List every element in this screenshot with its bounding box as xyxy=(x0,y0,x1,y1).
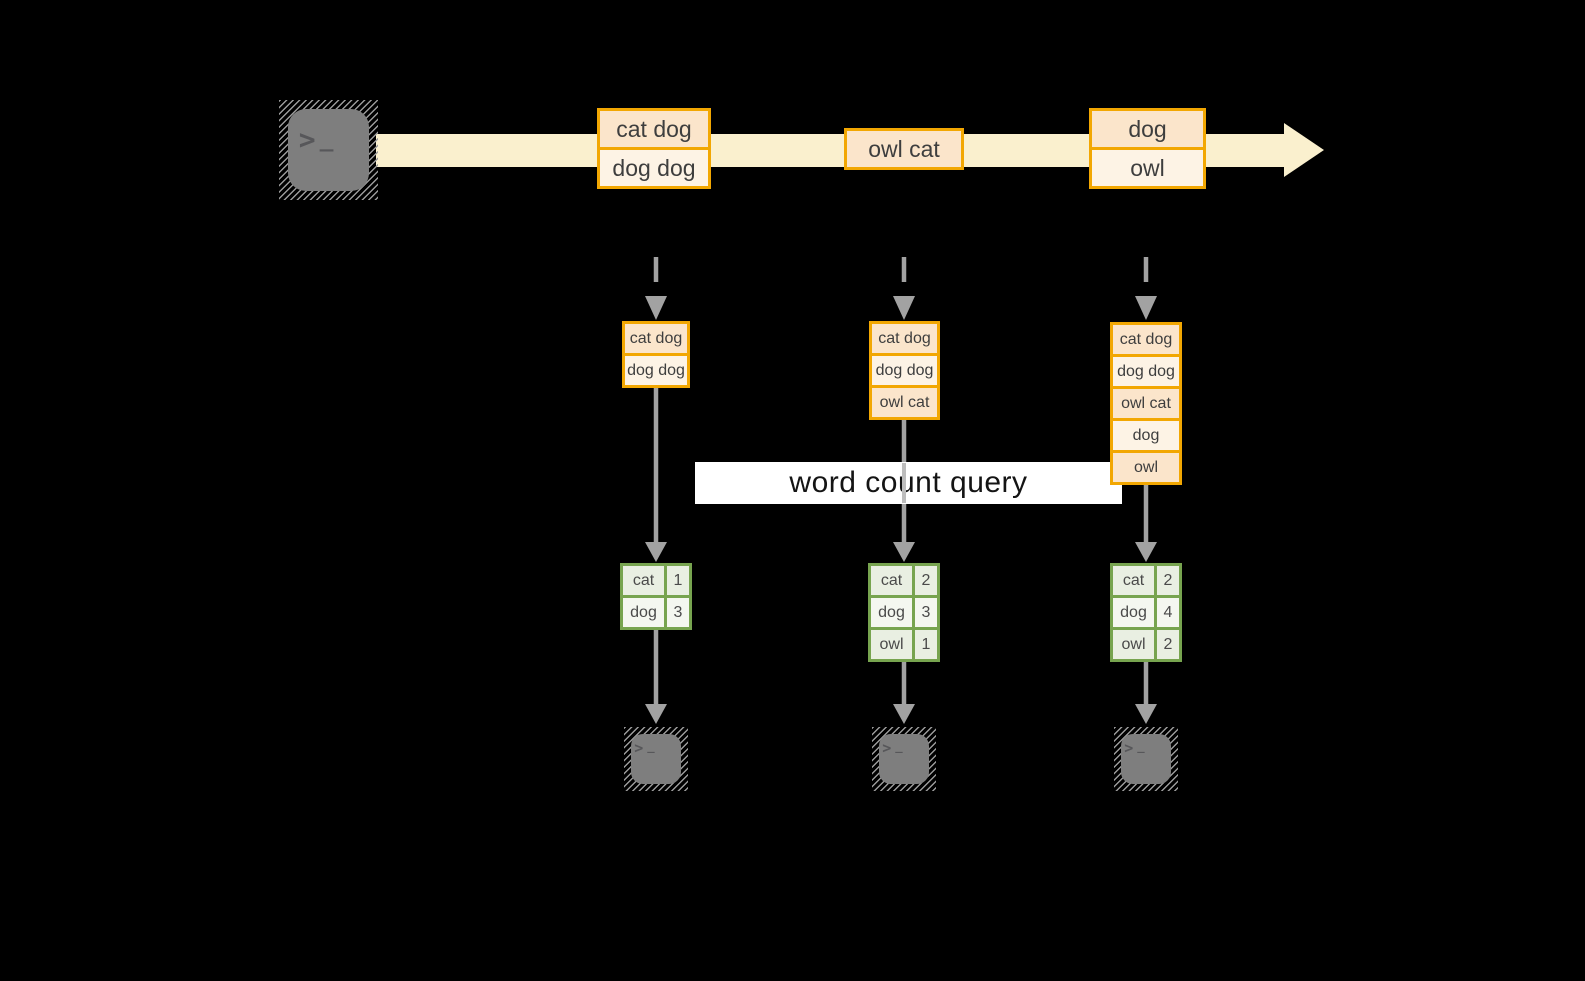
ingest-arrow-3 xyxy=(1135,257,1157,320)
stream-message: owl xyxy=(1092,147,1203,186)
query-arrow-3 xyxy=(1135,481,1157,562)
count-cell: 1 xyxy=(912,630,937,659)
stream-batch-box-3: dog owl xyxy=(1089,108,1206,189)
query-label-band: word count query xyxy=(695,462,1122,504)
word-cell: cat xyxy=(632,571,655,589)
word-count-table-2: cat 2 dog 3 owl 1 xyxy=(868,563,940,662)
word-cell: dog xyxy=(878,603,905,621)
terminal-screen xyxy=(879,734,929,784)
count-cell: 2 xyxy=(1154,566,1179,595)
state-message: owl cat xyxy=(1113,386,1179,418)
count-cell: 2 xyxy=(912,566,937,595)
table-row: owl 1 xyxy=(871,627,937,659)
output-terminal-icon-2: >_ xyxy=(872,727,936,791)
word-count-table-3: cat 2 dog 4 owl 2 xyxy=(1110,563,1182,662)
state-message: dog dog xyxy=(625,353,687,385)
terminal-prompt: >_ xyxy=(1124,739,1145,758)
word-cell: cat xyxy=(1122,571,1145,589)
query-label: word count query xyxy=(789,466,1028,499)
table-row: owl 2 xyxy=(1113,627,1179,659)
terminal-screen xyxy=(1121,734,1171,784)
stream-timeline-arrowhead-icon xyxy=(1284,123,1324,177)
state-message: cat dog xyxy=(625,324,687,353)
output-arrow-3 xyxy=(1135,660,1157,724)
stream-batch-box-1: cat dog dog dog xyxy=(597,108,711,189)
table-row: cat 2 xyxy=(1113,566,1179,595)
terminal-prompt: >_ xyxy=(634,739,655,758)
prompt-cursor: _ xyxy=(1137,739,1145,754)
table-row: dog 3 xyxy=(623,595,689,627)
output-arrow-1 xyxy=(645,629,667,724)
table-row: cat 2 xyxy=(871,566,937,595)
count-cell: 3 xyxy=(912,598,937,627)
output-terminal-icon-1: >_ xyxy=(624,727,688,791)
word-cell: cat xyxy=(880,571,903,589)
prompt-chevron: > xyxy=(298,123,316,156)
state-message: dog dog xyxy=(872,353,937,385)
state-message: dog xyxy=(1113,418,1179,450)
prompt-chevron: > xyxy=(882,739,892,758)
output-arrow-2 xyxy=(893,660,915,724)
terminal-prompt: >_ xyxy=(299,126,334,154)
state-box-1: cat dog dog dog xyxy=(622,321,690,388)
terminal-screen xyxy=(288,109,369,191)
source-terminal-icon: >_ xyxy=(279,100,378,200)
prompt-cursor: _ xyxy=(895,739,903,754)
ingest-arrow-1 xyxy=(645,257,667,320)
query-band-stream-line xyxy=(902,463,906,503)
word-cell: dog xyxy=(1120,603,1147,621)
state-message: owl cat xyxy=(872,385,937,417)
prompt-cursor: _ xyxy=(319,126,334,152)
query-arrow-1 xyxy=(645,386,667,562)
stream-message: cat dog xyxy=(600,111,708,147)
state-box-2: cat dog dog dog owl cat xyxy=(869,321,940,420)
state-message: cat dog xyxy=(872,324,937,353)
terminal-screen xyxy=(631,734,681,784)
word-cell: dog xyxy=(630,603,657,621)
terminal-prompt: >_ xyxy=(882,739,903,758)
stream-message: dog xyxy=(1092,111,1203,147)
prompt-cursor: _ xyxy=(647,739,655,754)
word-count-table-1: cat 1 dog 3 xyxy=(620,563,692,630)
word-cell: owl xyxy=(879,635,904,653)
state-message: dog dog xyxy=(1113,354,1179,386)
word-cell: owl xyxy=(1121,635,1146,653)
state-message: owl xyxy=(1113,450,1179,482)
output-terminal-icon-3: >_ xyxy=(1114,727,1178,791)
ingest-arrow-2 xyxy=(893,257,915,320)
state-message: cat dog xyxy=(1113,325,1179,354)
prompt-chevron: > xyxy=(634,739,644,758)
prompt-chevron: > xyxy=(1124,739,1134,758)
stream-batch-box-2: owl cat xyxy=(844,128,964,170)
stream-message: dog dog xyxy=(600,147,708,186)
state-box-3: cat dog dog dog owl cat dog owl xyxy=(1110,322,1182,485)
table-row: dog 4 xyxy=(1113,595,1179,627)
count-cell: 3 xyxy=(664,598,689,627)
table-row: dog 3 xyxy=(871,595,937,627)
table-row: cat 1 xyxy=(623,566,689,595)
stream-message: owl cat xyxy=(847,131,961,167)
count-cell: 1 xyxy=(664,566,689,595)
count-cell: 2 xyxy=(1154,630,1179,659)
count-cell: 4 xyxy=(1154,598,1179,627)
